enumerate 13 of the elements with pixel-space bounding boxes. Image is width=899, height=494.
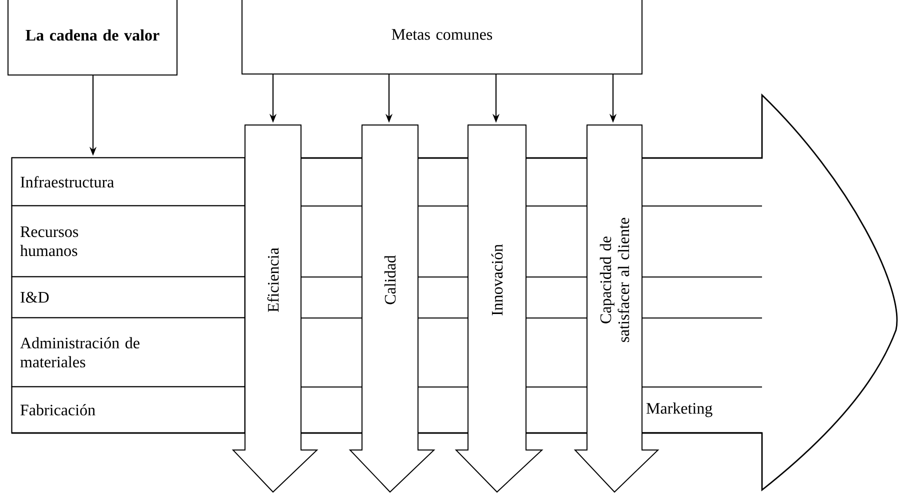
title-box: La cadena de valor xyxy=(8,0,178,76)
goal-band: Innovación xyxy=(454,124,544,493)
activity-row: Administración de materiales xyxy=(11,317,246,388)
node-label: Calidad xyxy=(384,255,396,304)
node-label: Eficiencia xyxy=(267,248,279,312)
activity-row: Recursos humanos xyxy=(11,205,246,278)
node-label: Capacidad de satisfacer al cliente xyxy=(600,218,630,342)
node-label: Innovación xyxy=(491,244,503,316)
activity-row: Infraestructura xyxy=(11,157,246,206)
activity-row: Fabricación xyxy=(11,386,246,434)
title-box: Metas comunes xyxy=(242,0,642,74)
activity-row: I&D xyxy=(11,276,246,318)
goal-band: Calidad xyxy=(348,124,436,493)
